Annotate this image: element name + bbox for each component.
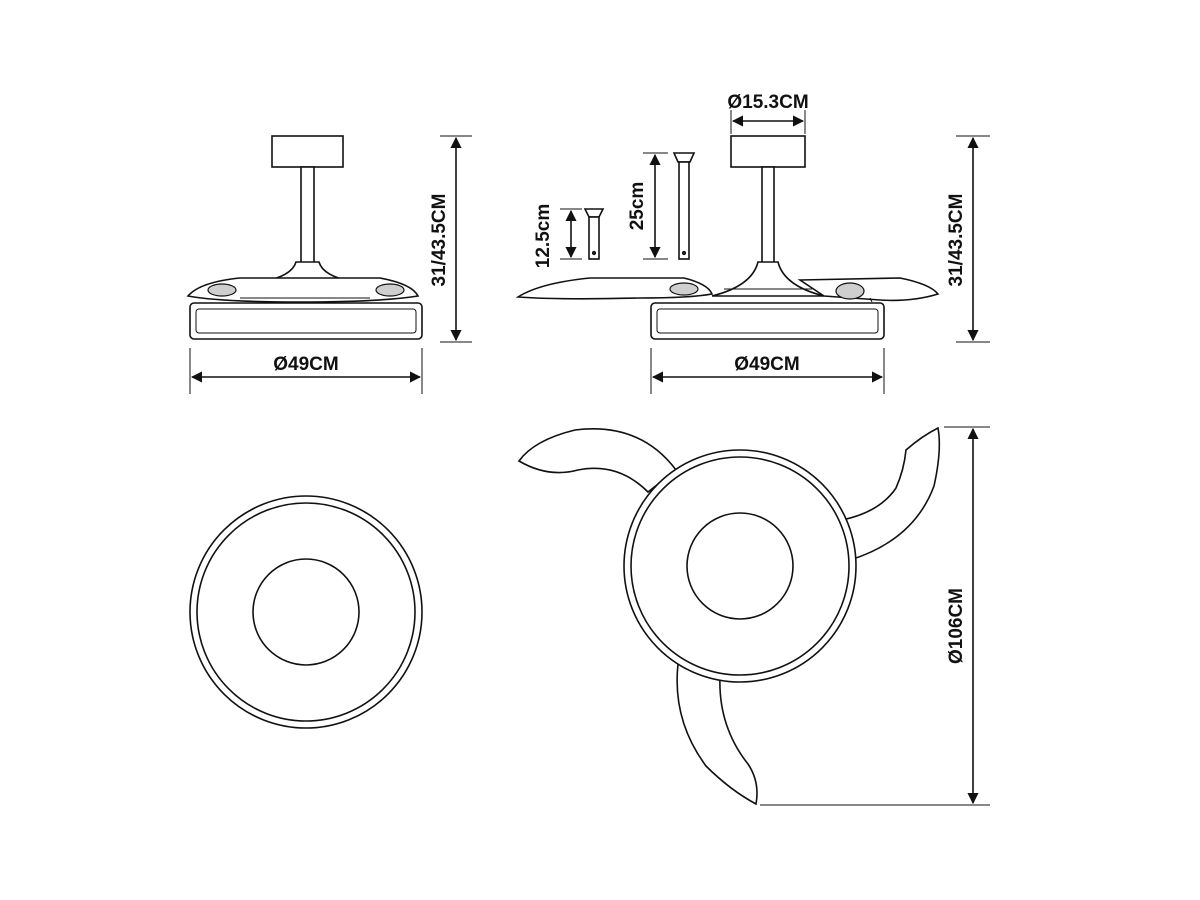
label-open-height: 31/43.5CM bbox=[946, 194, 967, 287]
blade-right-extended bbox=[797, 277, 940, 302]
blade-top-right bbox=[841, 426, 941, 562]
downrod-options: 12.5cm 25cm bbox=[533, 152, 696, 268]
bottom-view-open: Ø106CM bbox=[517, 426, 990, 806]
label-open-diameter: Ø49CM bbox=[734, 354, 799, 375]
outer-ring bbox=[189, 495, 423, 729]
front-view-closed: Ø49CM 31/43.5CM bbox=[186, 135, 472, 394]
label-canopy-diameter: Ø15.3CM bbox=[727, 92, 808, 113]
long-rod bbox=[678, 161, 690, 260]
front-view-open: Ø15.3CM Ø49CM 31/43.5CM bbox=[515, 92, 990, 394]
long-rod-cap bbox=[672, 152, 696, 163]
blade-top-left bbox=[517, 428, 678, 494]
short-rod bbox=[588, 216, 600, 260]
blade-tip-left bbox=[207, 283, 237, 297]
canopy bbox=[271, 135, 344, 168]
downrod bbox=[300, 166, 315, 264]
label-closed-height: 31/43.5CM bbox=[429, 194, 450, 287]
downrod-open bbox=[761, 166, 775, 264]
folded-blades bbox=[186, 277, 420, 303]
canopy-open bbox=[730, 135, 806, 168]
light-body bbox=[189, 302, 423, 340]
label-closed-diameter: Ø49CM bbox=[273, 354, 338, 375]
short-rod-cap bbox=[583, 208, 605, 218]
label-rod-long: 25cm bbox=[627, 182, 648, 231]
blade-left-extended bbox=[515, 277, 714, 300]
center-light bbox=[252, 558, 360, 666]
blade-tip-right bbox=[375, 283, 405, 297]
blade-bottom bbox=[676, 662, 758, 806]
label-blade-span: Ø106CM bbox=[946, 588, 967, 664]
motor-housing-open bbox=[711, 261, 825, 297]
label-rod-short: 12.5cm bbox=[533, 204, 554, 268]
center-light-open bbox=[686, 512, 794, 620]
light-body-open bbox=[650, 302, 885, 340]
outer-ring-open bbox=[623, 449, 857, 683]
bottom-view-closed bbox=[189, 495, 423, 729]
